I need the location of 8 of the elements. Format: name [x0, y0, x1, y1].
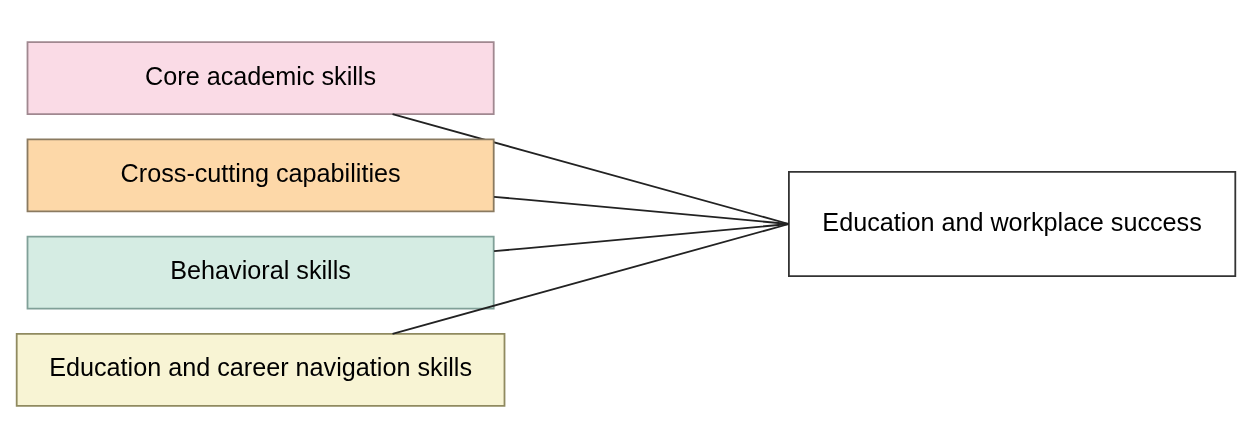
- node-box: Behavioral skills: [26, 235, 495, 309]
- connector: [391, 222, 790, 335]
- connector: [493, 222, 790, 252]
- connector: [391, 112, 790, 225]
- node-box: Cross-cutting capabilities: [26, 138, 495, 212]
- node-box: Core academic skills: [26, 40, 495, 115]
- node-box: Education and workplace success: [788, 170, 1237, 277]
- node-box: Education and career navigation skills: [15, 332, 506, 407]
